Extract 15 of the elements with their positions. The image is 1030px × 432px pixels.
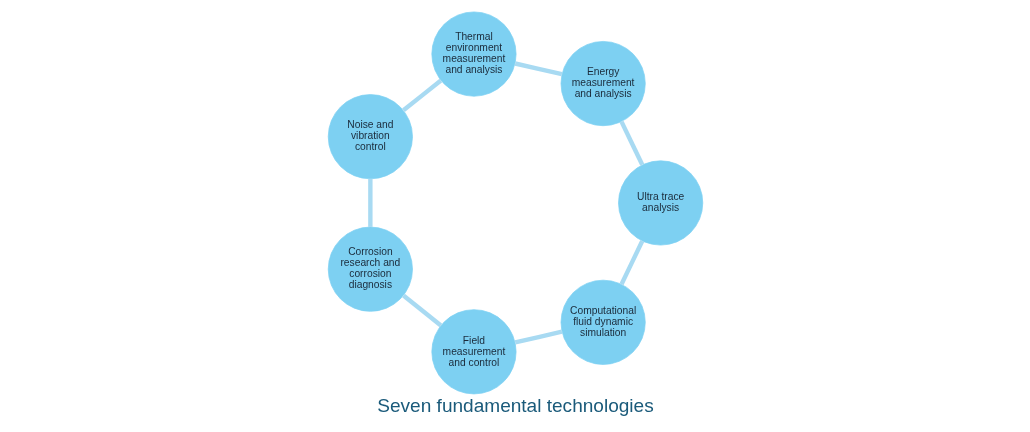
connector <box>401 78 442 112</box>
connector <box>514 60 562 76</box>
connector <box>367 178 373 227</box>
connector <box>401 293 442 327</box>
node-circle: Computational fluid dynamic simulation <box>560 279 646 365</box>
node-circle: Field measurement and control <box>430 308 516 394</box>
node-circle: Ultra trace analysis <box>617 159 703 245</box>
node-circle: Noise and vibration control <box>327 93 413 179</box>
node-circle: Corrosion research and corrosion diagnosis <box>327 226 413 312</box>
connector <box>619 120 644 166</box>
node-circle: Energy measurement and analysis <box>560 40 646 126</box>
connector <box>619 239 644 285</box>
connector <box>514 329 562 345</box>
node-circle: Thermal environment measurement and analysis <box>430 11 516 97</box>
diagram-title: Seven fundamental technologies <box>376 394 654 416</box>
